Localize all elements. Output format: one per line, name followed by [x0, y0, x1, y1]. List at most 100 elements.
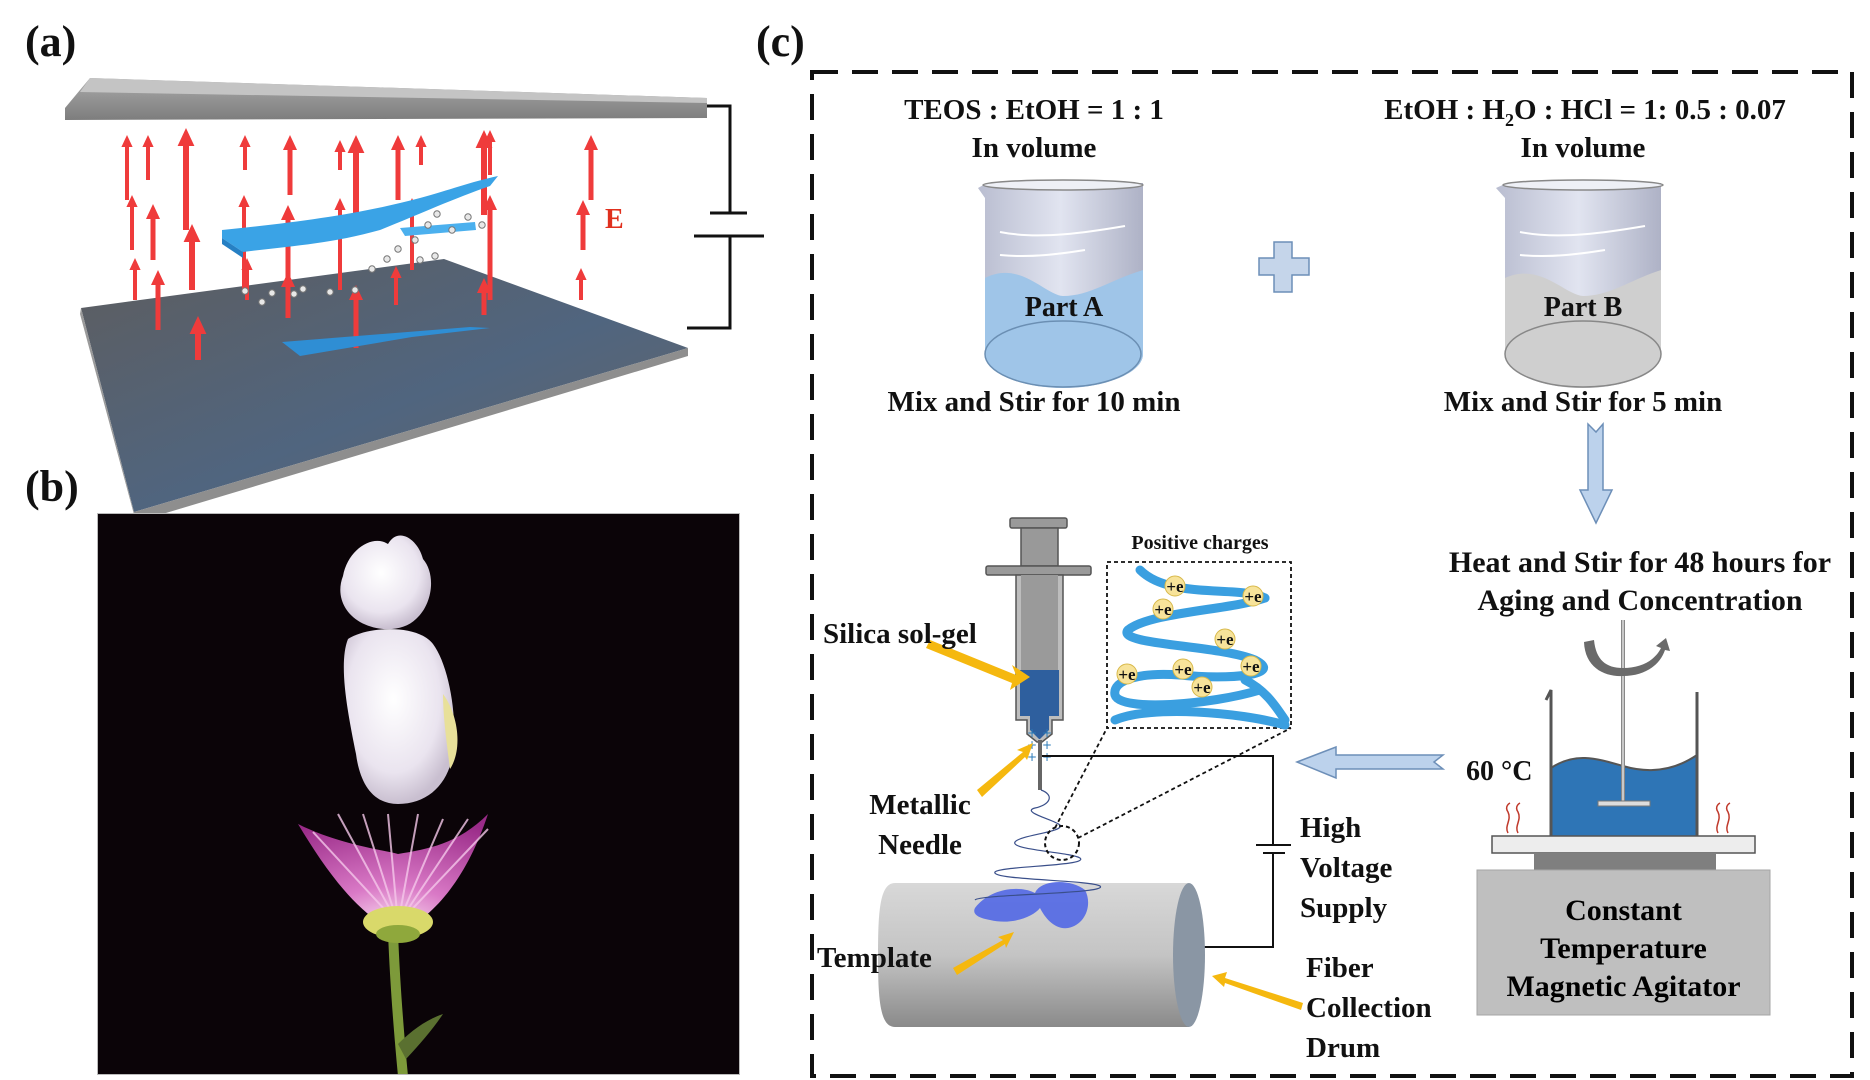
- field-arrow: [241, 258, 253, 300]
- panel-c-label: (c): [756, 17, 805, 66]
- chrysanthemum-flower: [298, 813, 489, 943]
- callout-circle: [1044, 825, 1080, 861]
- field-arrow: [239, 135, 251, 170]
- aging-step-line2: Aging and Concentration: [1477, 584, 1803, 617]
- charge-bead: +e: [1191, 676, 1213, 698]
- part-a-step: Mix and Stir for 10 min: [887, 386, 1181, 418]
- charge-bead: +e: [1172, 658, 1194, 680]
- part-a-beaker-label: Part A: [1024, 292, 1104, 323]
- film-charge-dots: [241, 210, 486, 306]
- positive-charge-dot: [424, 221, 432, 229]
- field-arrow: [334, 198, 346, 290]
- positive-charge-dot: [241, 287, 249, 295]
- positive-charge-dot: [394, 245, 402, 253]
- svg-text:+e: +e: [1244, 587, 1262, 606]
- high-voltage-circuit: [1042, 755, 1291, 948]
- beaker-part-a: [978, 179, 1144, 388]
- charge-bead: +e: [1214, 628, 1236, 650]
- field-arrow: [576, 200, 590, 250]
- positive-charge-dot: [383, 255, 391, 263]
- field-arrow: [575, 268, 587, 300]
- silica-fiber-sponge: [340, 535, 458, 804]
- silica-sol-gel-label: Silica sol-gel: [823, 618, 977, 650]
- positive-charge-dot: [290, 290, 298, 298]
- field-arrow: [415, 135, 427, 165]
- field-arrow: [283, 135, 297, 195]
- positive-charge-dot: [431, 252, 439, 260]
- positive-charge-dot: [299, 285, 307, 293]
- svg-text:+e: +e: [1166, 577, 1184, 596]
- down-arrow-icon: [1578, 422, 1614, 525]
- charge-bead: +e: [1240, 655, 1262, 677]
- positive-charge-dot: [268, 289, 276, 297]
- positive-charge-dot: [448, 226, 456, 234]
- positive-charge-dot: [326, 288, 334, 296]
- template-label: Template: [817, 942, 932, 974]
- panel-b-label: (b): [25, 462, 79, 511]
- field-arrow: [151, 270, 165, 330]
- part-b-step: Mix and Stir for 5 min: [1443, 386, 1723, 418]
- panel-a-label: (a): [25, 17, 77, 66]
- field-arrow: [483, 195, 497, 300]
- bottom-electrode-plate: [80, 259, 688, 522]
- syringe: [985, 517, 1092, 790]
- field-arrow: [121, 135, 133, 200]
- charged-fiber-film: [222, 176, 498, 356]
- field-arrow: [177, 128, 195, 230]
- butterfly-template: [974, 882, 1089, 929]
- charge-bead: +e: [1164, 575, 1186, 597]
- positive-charge-dot: [416, 256, 424, 264]
- needle-charge-sign: +: [1042, 726, 1052, 740]
- svg-text:+e: +e: [1193, 678, 1211, 697]
- part-b-unit: In volume: [1520, 132, 1646, 164]
- top-electrode-plate: [65, 78, 707, 120]
- inset-charge-beads: +e+e+e+e+e+e+e+e: [1116, 575, 1264, 698]
- svg-text:+e: +e: [1242, 657, 1260, 676]
- part-b-ratio: EtOH : H2O : HCl = 1: 0.5 : 0.07: [1384, 94, 1786, 130]
- part-a-unit: In volume: [971, 132, 1097, 164]
- field-arrow: [281, 272, 295, 318]
- positive-charge-inset: [1106, 561, 1292, 730]
- fiber-collection-drum-label: Fiber Collection Drum: [1306, 952, 1432, 1064]
- svg-text:+e: +e: [1154, 600, 1172, 619]
- plus-icon: [1258, 241, 1310, 293]
- field-arrow: [142, 135, 154, 180]
- temperature-label: 60 °C: [1466, 756, 1533, 787]
- magnetic-agitator: [1476, 620, 1771, 1016]
- field-arrow: [390, 266, 402, 305]
- inset-title: Positive charges: [1131, 532, 1269, 554]
- field-arrow: [129, 258, 141, 300]
- needle-charge-sign: +: [1042, 738, 1052, 752]
- field-arrow: [126, 195, 138, 250]
- agitator-label: Constant Temperature Magnetic Agitator: [1506, 894, 1741, 1003]
- part-a-ratio: TEOS : EtOH = 1 : 1: [904, 94, 1164, 126]
- positive-charge-dot: [433, 210, 441, 218]
- field-arrow: [484, 130, 496, 175]
- field-arrow: [347, 135, 365, 230]
- label-pointer-arrows: [926, 640, 1303, 1010]
- positive-charge-dot: [411, 236, 419, 244]
- photo-illustration: [298, 535, 489, 1074]
- positive-charge-dot: [258, 298, 266, 306]
- flower-stem: [388, 932, 408, 1074]
- field-arrow: [183, 224, 201, 290]
- field-arrow: [477, 278, 491, 315]
- charge-bead: +e: [1152, 598, 1174, 620]
- fiber-collection-drum: [878, 882, 1205, 1027]
- part-b-beaker-label: Part B: [1543, 292, 1623, 323]
- electric-field-label: E: [605, 204, 624, 235]
- field-arrow: [334, 140, 346, 170]
- needle-charge-sign: +: [1027, 726, 1037, 740]
- svg-text:+e: +e: [1118, 665, 1136, 684]
- positive-charge-dot: [351, 286, 359, 294]
- flower-sponge-photo: [97, 513, 740, 1075]
- high-voltage-supply-label: High Voltage Supply: [1300, 812, 1393, 924]
- field-arrow: [584, 135, 598, 200]
- field-arrow: [189, 316, 207, 360]
- charge-bead: +e: [1116, 663, 1138, 685]
- positive-charge-dot: [478, 221, 486, 229]
- positive-charge-dot: [368, 265, 376, 273]
- svg-text:+e: +e: [1174, 660, 1192, 679]
